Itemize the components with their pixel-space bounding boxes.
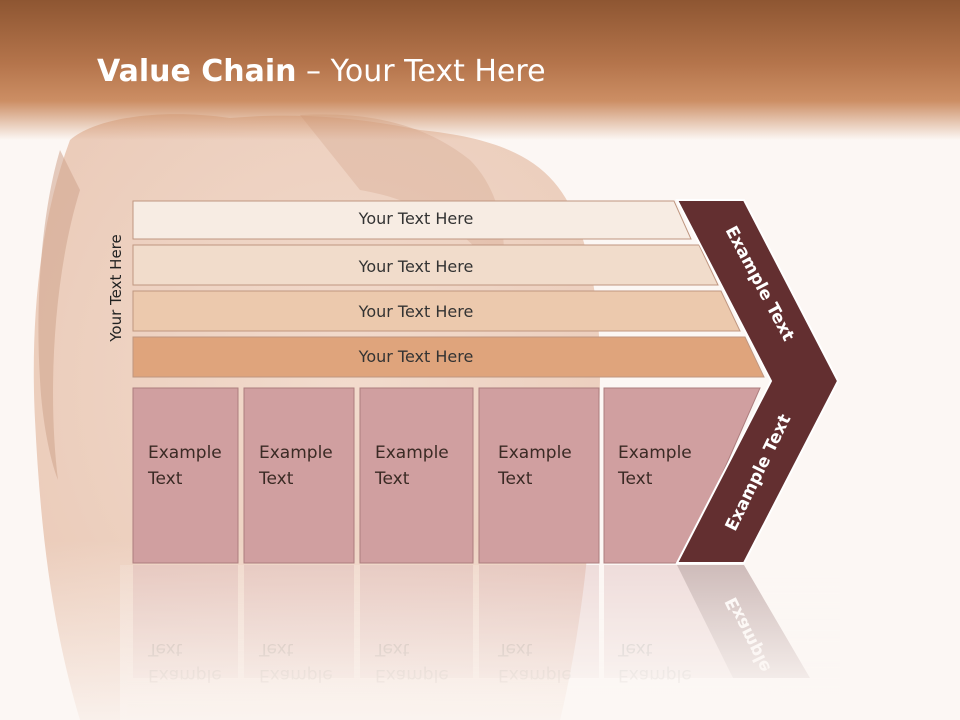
primary-box-line2: Text	[374, 469, 410, 489]
support-row-shape	[132, 244, 719, 286]
support-row-label: Your Text Here	[358, 257, 474, 276]
primary-box: Example Text	[132, 387, 239, 564]
support-row-shape	[132, 200, 692, 240]
primary-box-shape	[359, 387, 474, 564]
primary-box-line1: Example	[148, 443, 222, 463]
primary-box-line1: Example	[498, 443, 572, 463]
header-band	[0, 0, 960, 140]
primary-activity-boxes: Example Text Example Text Example Text E…	[132, 387, 761, 564]
support-row: Your Text Here	[132, 290, 741, 332]
title-regular-part: – Your Text Here	[296, 54, 546, 89]
primary-box-line2: Text	[617, 469, 653, 489]
primary-box: Example Text	[359, 387, 474, 564]
slide-title: Value Chain – Your Text Here	[97, 54, 546, 89]
support-row: Your Text Here	[132, 200, 692, 240]
primary-box: Example Text	[478, 387, 600, 564]
primary-box-shape	[243, 387, 355, 564]
primary-box-line2: Text	[258, 469, 294, 489]
support-row-shape	[132, 290, 741, 332]
support-row: Your Text Here	[132, 244, 719, 286]
side-label: Your Text Here	[107, 234, 125, 342]
primary-box-line1: Example	[618, 443, 692, 463]
title-bold-part: Value Chain	[97, 54, 297, 89]
support-row-shape	[132, 336, 765, 378]
support-row-label: Your Text Here	[358, 302, 474, 321]
primary-box-line2: Text	[497, 469, 533, 489]
reflection-fade	[120, 565, 840, 720]
support-row: Your Text Here	[132, 336, 765, 378]
margin-chevron-shape	[675, 199, 840, 564]
support-row-label: Your Text Here	[358, 209, 474, 228]
primary-box: Example Text	[243, 387, 355, 564]
support-activity-rows: Your Text Here Your Text Here Your Text …	[132, 200, 765, 378]
reflection: Example Text Example Text Example Text E…	[120, 565, 840, 720]
primary-box-line2: Text	[147, 469, 183, 489]
primary-box-shape	[132, 387, 239, 564]
primary-box-shape	[478, 387, 600, 564]
support-row-label: Your Text Here	[358, 347, 474, 366]
primary-box-line1: Example	[259, 443, 333, 463]
primary-box-line1: Example	[375, 443, 449, 463]
